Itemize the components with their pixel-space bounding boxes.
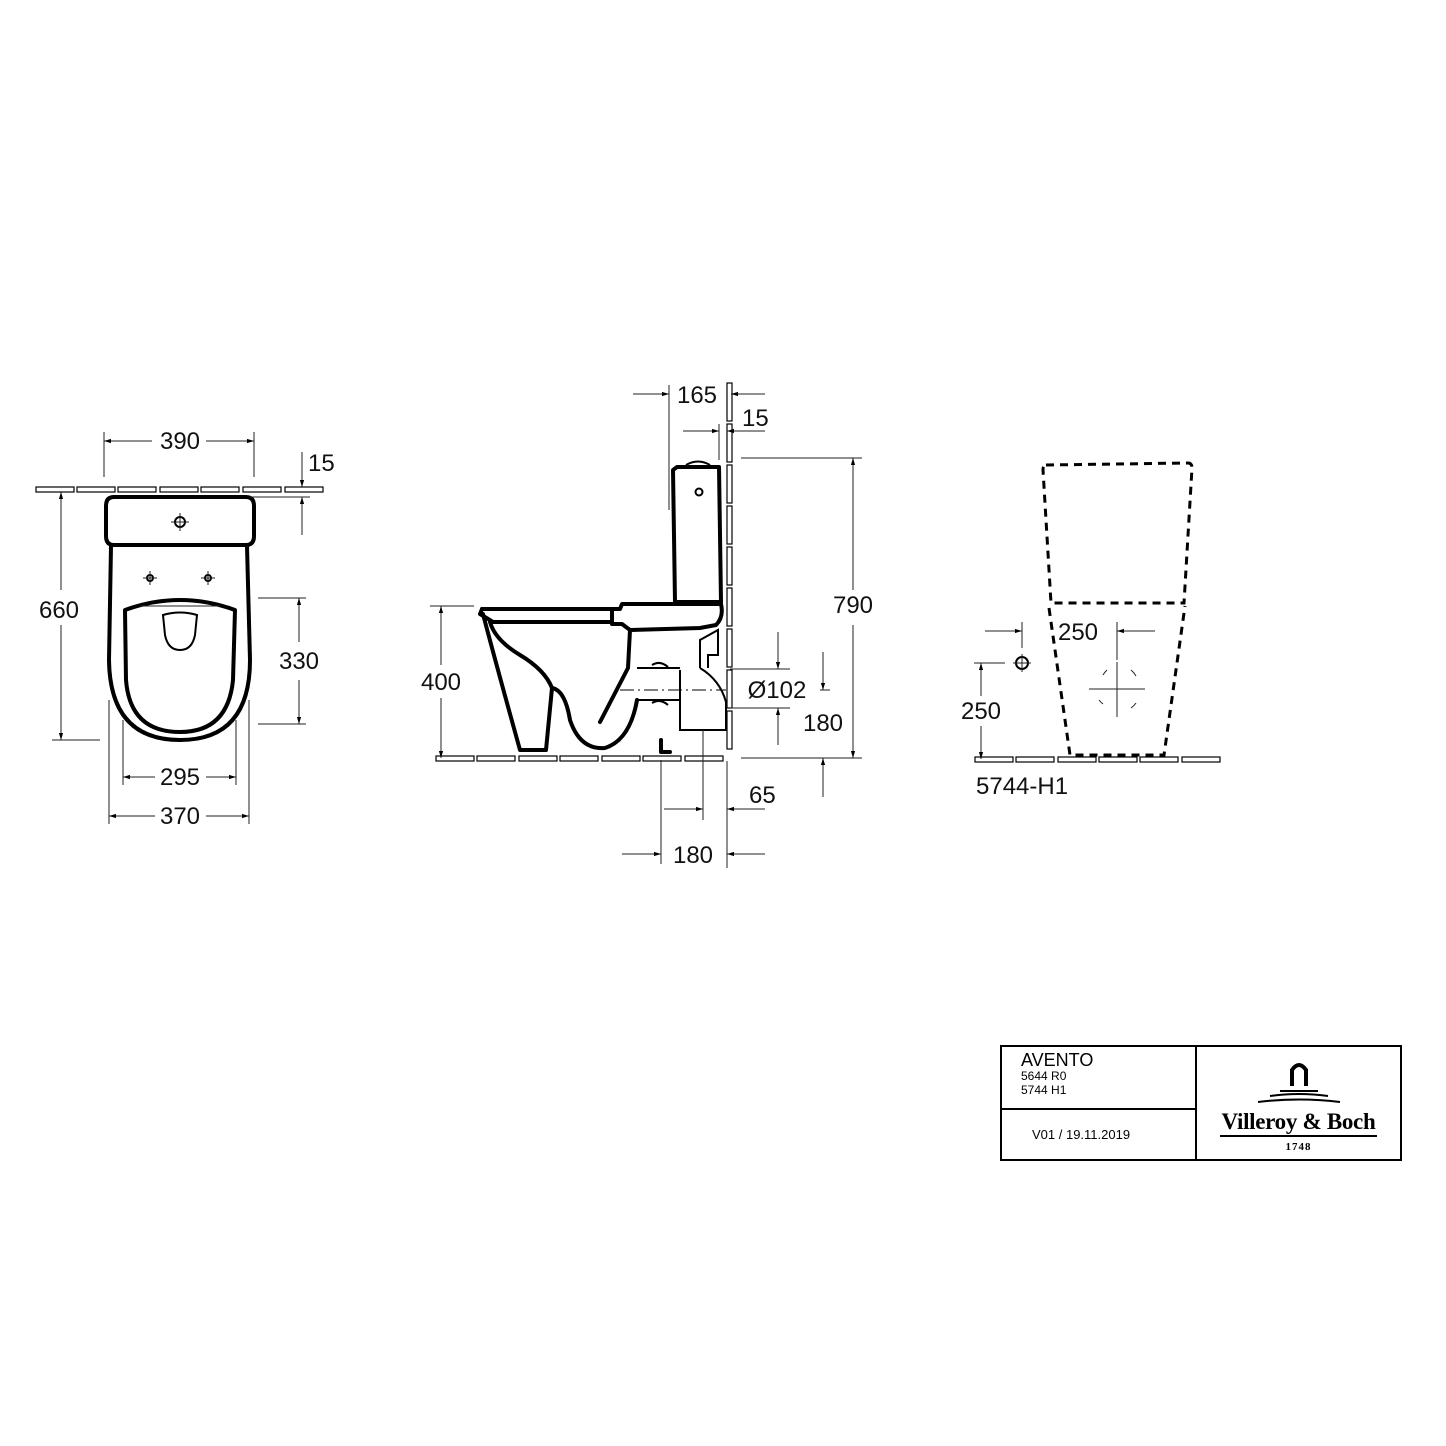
- outlet-pipe: [679, 667, 727, 731]
- outlet-center-icon: [1089, 662, 1145, 717]
- bowl-front: [481, 612, 554, 752]
- front-view-label: 5744-H1: [976, 773, 1068, 800]
- cistern-outline: [671, 465, 723, 604]
- cistern-hidden-outline: [1041, 461, 1194, 605]
- water-supply-icon: [1013, 654, 1031, 672]
- brand-year: 1748: [1285, 1141, 1312, 1153]
- title-block-info: AVENTO 5644 R0 5744 H1 V01 / 19.11.2019: [1002, 1047, 1197, 1159]
- dim-side-seat-height: 400: [421, 669, 461, 696]
- product-code-1: 5644 R0: [1021, 1069, 1067, 1083]
- dim-side-outlet-diameter: Ø102: [748, 677, 807, 704]
- plan-view: 390 15 660 330 295 370: [35, 428, 335, 830]
- trap-curve: [550, 686, 639, 751]
- wall-tiles: [35, 486, 324, 493]
- dim-front-supply-horizontal: 250: [1058, 619, 1098, 646]
- product-name: AVENTO: [1021, 1050, 1094, 1070]
- wall-tiles-vertical: [726, 382, 733, 750]
- product-code-2: 5744 H1: [1021, 1083, 1067, 1097]
- flush-button-icon: [694, 487, 704, 497]
- dim-plan-seat-depth: 330: [279, 648, 319, 675]
- flush-button-icon: [171, 513, 189, 531]
- dim-side-total-height: 790: [833, 592, 873, 619]
- dim-side-tank-depth: 165: [677, 382, 717, 409]
- dim-side-outlet-height: 180: [803, 710, 843, 737]
- title-block: AVENTO 5644 R0 5744 H1 V01 / 19.11.2019 …: [1000, 1045, 1402, 1161]
- dim-side-wall-offset: 65: [749, 782, 776, 809]
- dim-plan-wall-gap: 15: [308, 450, 335, 477]
- fixing-point-right-icon: [201, 571, 215, 585]
- floor-tiles: [435, 755, 724, 762]
- lid-hinge: [161, 611, 199, 652]
- brand-fountain-icon: [1257, 1063, 1340, 1103]
- seat-outline: [123, 598, 237, 734]
- side-view: 165 15 790 400 Ø102 180 65: [421, 382, 873, 869]
- seat-profile: [480, 602, 724, 632]
- product-info: AVENTO 5644 R0 5744 H1: [1002, 1047, 1195, 1110]
- version-date: V01 / 19.11.2019: [1032, 1127, 1131, 1142]
- dim-plan-seat-width: 295: [160, 764, 200, 791]
- dim-plan-width-tank: 390: [160, 428, 200, 455]
- brand-block: Villeroy & Boch 1748: [1197, 1047, 1400, 1159]
- bowl-hidden-outline: [1047, 605, 1187, 757]
- dim-side-outlet-distance: 180: [673, 842, 713, 869]
- fixing-point-left-icon: [143, 571, 157, 585]
- brand-name: Villeroy & Boch: [1219, 1110, 1378, 1137]
- dim-side-wall-gap: 15: [742, 405, 769, 432]
- bowl-outline: [107, 544, 252, 742]
- front-view: 250 250 5744-H1: [961, 461, 1221, 800]
- dim-plan-bowl-width: 370: [160, 803, 200, 830]
- dim-plan-depth-total: 660: [39, 597, 79, 624]
- floor-tiles-front: [974, 756, 1221, 763]
- dim-front-supply-height: 250: [961, 698, 1001, 725]
